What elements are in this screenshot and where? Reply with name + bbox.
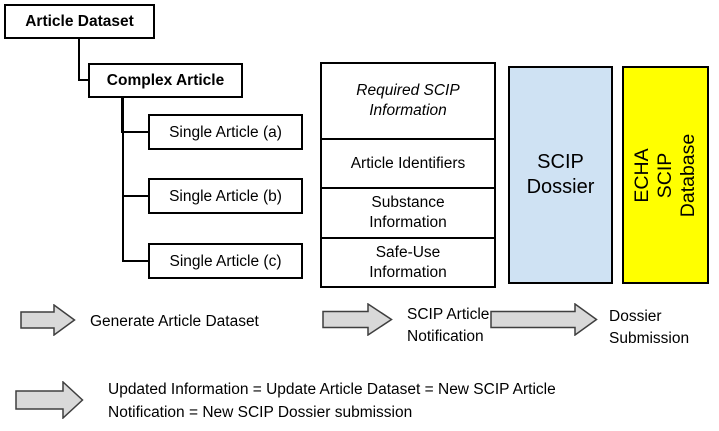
- flow-step-scip-article-notification-label: SCIP Article Notification: [407, 306, 490, 345]
- scip-dossier-box: SCIP Dossier: [508, 66, 613, 284]
- complex-article-box: Complex Article: [88, 63, 243, 98]
- tree-stub-a: [124, 131, 148, 133]
- tree-stub-c: [124, 260, 148, 262]
- connector-root-child-vertical: [78, 39, 80, 81]
- update-note-text: Updated Information = Update Article Dat…: [108, 379, 598, 424]
- flow-arrow-icon: [490, 303, 598, 336]
- single-article-c-box: Single Article (c): [148, 243, 303, 279]
- info-table-row-article-identifiers: Article Identifiers: [322, 138, 494, 187]
- article-dataset-box: Article Dataset: [4, 4, 155, 39]
- echa-scip-database-label: ECHA SCIP Database: [631, 133, 699, 217]
- required-scip-info-table: Required SCIP Information Article Identi…: [320, 62, 496, 288]
- tree-stub-b: [124, 195, 148, 197]
- echa-scip-database-box: ECHA SCIP Database: [622, 66, 709, 284]
- tree-trunk-line-thick: [121, 98, 124, 133]
- connector-root-child-horizontal: [78, 79, 88, 81]
- single-article-a-box: Single Article (a): [148, 114, 303, 150]
- flow-arrow-icon: [322, 303, 393, 336]
- update-note-line-2: Notification = New SCIP Dossier submissi…: [108, 403, 413, 421]
- single-article-b-box: Single Article (b): [148, 178, 303, 214]
- tree-trunk-line: [122, 98, 124, 262]
- flow-step-dossier-submission-label: Dossier Submission: [609, 308, 690, 347]
- flow-arrow-icon: [15, 381, 84, 419]
- flow-step-generate-dataset-label: Generate Article Dataset: [90, 313, 259, 330]
- flow-arrow-icon: [20, 304, 76, 336]
- update-note-line-1: Updated Information = Update Article Dat…: [108, 381, 556, 398]
- info-table-row-safe-use-information: Safe-Use Information: [322, 237, 494, 286]
- info-table-header: Required SCIP Information: [356, 82, 460, 119]
- info-table-row-substance-information: Substance Information: [322, 187, 494, 237]
